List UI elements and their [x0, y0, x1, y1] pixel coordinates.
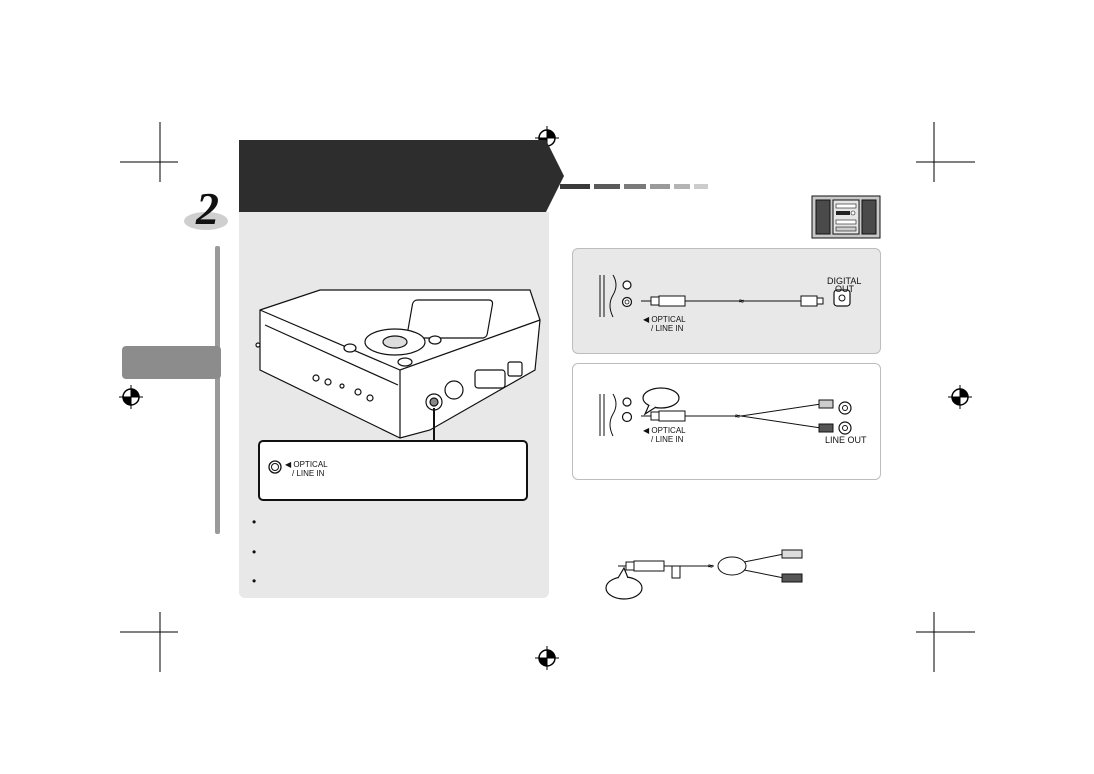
optical-cable: ≈	[641, 295, 824, 307]
line-out-label: LINE OUT	[825, 435, 867, 445]
digital-connection-panel: ≈ ◀ OPTICAL / LINE IN DIGITAL OUT	[572, 248, 881, 354]
jack-callout-box: ◀ OPTICAL / LINE IN	[258, 440, 528, 501]
analog-jack-label-1: ◀ OPTICAL	[643, 426, 686, 435]
recorder-side-edge-analog	[599, 393, 633, 437]
step-number-badge: 2	[184, 183, 230, 234]
digital-jack-label-2: / LINE IN	[651, 324, 684, 333]
registration-mark-left	[119, 385, 143, 409]
step-number-shadow	[184, 212, 228, 230]
line-out-jacks-icon	[838, 401, 852, 435]
speech-bubble-icon	[642, 387, 680, 416]
analog-jack-label-2: / LINE IN	[651, 435, 684, 444]
digital-jack-label-1: ◀ OPTICAL	[643, 315, 686, 324]
registration-mark-right	[948, 385, 972, 409]
stereo-cable-illustration: ≈	[618, 549, 803, 583]
callout-leader	[433, 408, 435, 441]
section-tab	[122, 346, 221, 379]
svg-text:≈: ≈	[708, 561, 713, 571]
speech-bubble-icon-bottom	[605, 566, 643, 600]
callout-jack-label-2: / LINE IN	[292, 469, 325, 478]
header-band	[239, 140, 564, 212]
bullet-2: •	[252, 545, 257, 559]
stereo-system-icon	[811, 195, 881, 239]
step-number: 2	[196, 183, 219, 234]
svg-text:≈: ≈	[735, 411, 740, 421]
minidisc-recorder-illustration	[255, 289, 541, 439]
header-dash-rule	[560, 184, 708, 189]
digital-out-jack-icon	[833, 289, 851, 307]
digital-out-label-2: OUT	[835, 284, 854, 294]
stereo-rca-cable: ≈	[641, 399, 834, 433]
sidebar-rule	[215, 246, 220, 534]
registration-mark-bottom	[535, 646, 559, 670]
optical-jack-icon	[268, 460, 282, 474]
bullet-3: •	[252, 574, 257, 588]
analog-connection-panel: ≈ ◀ OPTICAL / LINE IN LINE OUT	[572, 363, 881, 480]
recorder-side-edge	[599, 274, 633, 318]
svg-text:≈: ≈	[739, 296, 744, 306]
bullet-1: •	[252, 515, 257, 529]
digital-out-label-1: DIGITAL	[827, 276, 862, 286]
callout-jack-label-1: ◀ OPTICAL	[285, 460, 328, 469]
